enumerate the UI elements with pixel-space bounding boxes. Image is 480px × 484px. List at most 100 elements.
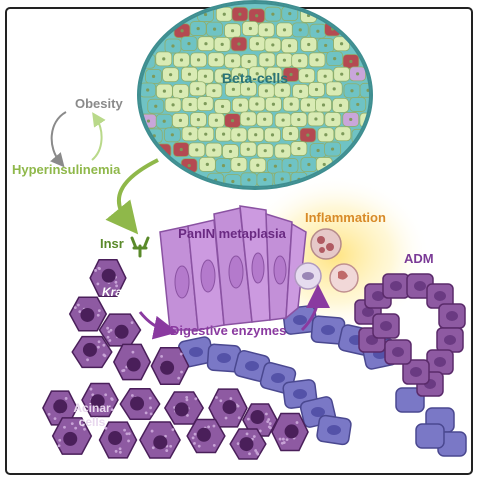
islet-cell-nucleus: [306, 133, 310, 137]
islet-cell-nucleus: [263, 117, 267, 121]
zymogen-granule: [236, 442, 240, 446]
duct-cell: [395, 387, 425, 413]
islet-cell-nucleus: [228, 149, 233, 154]
zymogen-granule: [57, 444, 61, 448]
islet-cell-nucleus: [271, 102, 276, 106]
islet-cell-nucleus: [248, 26, 252, 31]
islet-cell-nucleus: [272, 72, 276, 76]
zymogen-granule: [91, 393, 95, 397]
adm-cell-nucleus: [390, 281, 402, 291]
zymogen-granule: [73, 306, 77, 310]
islet-cell-nucleus: [154, 104, 158, 108]
acinar-nucleus: [63, 431, 78, 446]
zymogen-granule: [224, 416, 228, 420]
islet-cell-nucleus: [171, 44, 175, 48]
zymogen-granule: [106, 335, 110, 339]
islet-cell-nucleus: [187, 72, 192, 76]
acinar-nucleus: [222, 400, 237, 415]
zymogen-granule: [268, 422, 272, 425]
zymogen-granule: [207, 425, 210, 429]
immune-cells: Inflammation: [294, 210, 386, 332]
zymogen-granule: [148, 396, 152, 400]
acinar-nucleus: [174, 402, 189, 417]
zymogen-granule: [98, 267, 101, 271]
islet-cell-nucleus: [297, 146, 301, 151]
zymogen-granule: [171, 428, 175, 432]
zymogen-granule: [255, 451, 259, 455]
islet-cell-nucleus: [324, 133, 328, 137]
islet-cell-nucleus: [237, 162, 241, 167]
islet-cell-nucleus: [237, 73, 242, 77]
adm-cell-nucleus: [434, 357, 446, 367]
zymogen-granule: [107, 330, 111, 334]
zymogen-granule: [245, 432, 249, 436]
islet-cell-nucleus: [203, 102, 207, 106]
islet-cell-nucleus: [238, 103, 242, 107]
islet-cell-nucleus: [196, 26, 200, 31]
zymogen-granule: [295, 421, 299, 424]
acinar-nucleus: [108, 431, 123, 446]
islet-cell-nucleus: [187, 42, 191, 46]
zymogen-granule: [123, 428, 126, 432]
zymogen-granule: [177, 376, 181, 380]
insr-label: Insr: [100, 236, 124, 251]
zymogen-granule: [264, 412, 268, 416]
islet-cell-nucleus: [247, 59, 251, 64]
zymogen-granule: [130, 394, 134, 397]
zymogen-granule: [151, 446, 155, 450]
islet-cell-nucleus: [179, 58, 184, 62]
islet-cell-nucleus: [196, 87, 200, 91]
islet-cell-nucleus: [273, 164, 278, 168]
islet-cell-nucleus: [280, 177, 284, 181]
islet-cell-nucleus: [349, 59, 353, 64]
adm-cells: [354, 273, 466, 397]
zymogen-granule: [131, 350, 135, 354]
duct-cell-nucleus: [189, 347, 203, 357]
zymogen-granule: [97, 340, 101, 344]
islet-cell-nucleus: [281, 149, 285, 153]
islet-cell-nucleus: [230, 119, 235, 123]
islet-cell-nucleus: [222, 12, 226, 16]
zymogen-granule: [114, 449, 118, 453]
islet-cell-nucleus: [297, 117, 301, 122]
zymogen-granule: [247, 417, 250, 421]
zymogen-granule: [83, 427, 86, 431]
zymogen-granule: [165, 449, 169, 452]
islet-cell-nucleus: [333, 57, 337, 61]
panin-cells: PanIN metaplasia: [159, 205, 307, 331]
zymogen-granule: [237, 416, 241, 420]
digestive-arrow: [138, 311, 178, 340]
kras-label: KrasG12D: [102, 284, 150, 299]
zymogen-granule: [70, 422, 74, 426]
islet-cell-nucleus: [231, 179, 235, 184]
islet-cell-nucleus: [356, 102, 360, 107]
islet-cell-nucleus: [237, 42, 241, 46]
zymogen-granule: [97, 309, 101, 313]
zymogen-granule: [118, 447, 122, 451]
adm-label: ADM: [404, 251, 434, 266]
islet-cell-nucleus: [263, 177, 267, 182]
islet-cell-nucleus: [339, 42, 344, 46]
zymogen-granule: [150, 429, 154, 433]
zymogen-granule: [197, 444, 201, 448]
adm-cell-nucleus: [414, 281, 426, 291]
islet-cell-nucleus: [196, 58, 201, 62]
islet-cell-nucleus: [331, 117, 335, 122]
islet-cell-nucleus: [146, 119, 151, 123]
islet-cell-nucleus: [246, 117, 250, 121]
acinar-nucleus: [114, 324, 129, 339]
islet-cell-nucleus: [321, 103, 326, 107]
zymogen-granule: [89, 387, 93, 391]
zymogen-granule: [115, 284, 119, 288]
adm-cell-nucleus: [410, 367, 422, 377]
islet-cell-nucleus: [246, 147, 250, 151]
islet-cell-nucleus: [298, 59, 302, 63]
zymogen-granule: [191, 436, 195, 440]
islet-cell-nucleus: [265, 58, 269, 62]
zymogen-granule: [74, 426, 78, 430]
zymogen-granule: [185, 398, 189, 402]
islet-cell-nucleus: [162, 89, 166, 93]
duct-cell-nucleus: [293, 315, 307, 325]
islet-cell-nucleus: [263, 149, 267, 153]
